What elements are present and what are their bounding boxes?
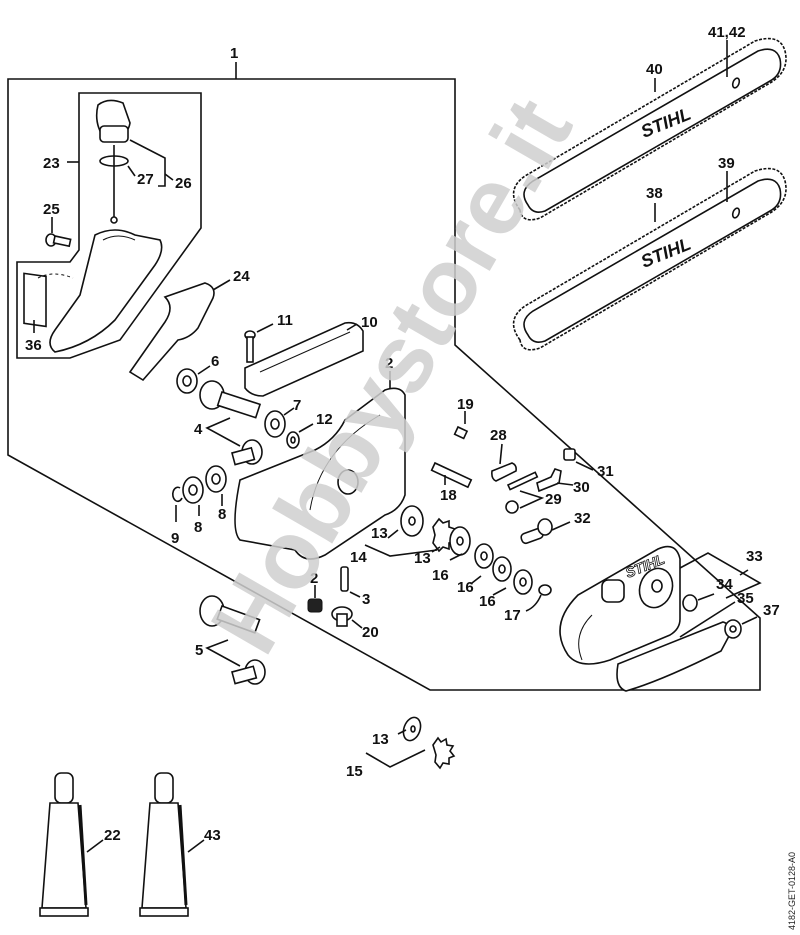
circlip-9 (172, 486, 183, 503)
label-10: 10 (361, 314, 378, 331)
gear-shaft-4a (199, 380, 262, 419)
grease-tube-43 (139, 772, 189, 917)
worm-21 (307, 598, 323, 613)
label-36: 36 (25, 337, 42, 354)
label-25: 25 (43, 201, 60, 218)
seal-12 (286, 431, 300, 449)
grease-tube-22 (39, 772, 89, 917)
label-16b: 16 (457, 579, 474, 596)
bearing-8a (182, 476, 204, 504)
screw-25 (45, 233, 72, 248)
label-38: 38 (646, 185, 663, 202)
document-code: 4182-GET-0128-A0 (787, 852, 797, 930)
label-29: 29 (545, 491, 562, 508)
washer-34 (682, 594, 698, 612)
label-26: 26 (175, 175, 192, 192)
tensioner-32 (520, 518, 553, 545)
label-16a: 16 (432, 567, 449, 584)
label-1: 1 (230, 45, 238, 62)
screw-17 (538, 584, 552, 596)
label-8a: 8 (194, 519, 202, 536)
label-11: 11 (277, 312, 293, 329)
label-37: 37 (763, 602, 780, 619)
assembly-outline (7, 78, 761, 691)
label-24: 24 (233, 268, 250, 285)
label-13a: 13 (371, 525, 388, 542)
gear-shaft-4b (231, 439, 263, 466)
label-39: 39 (718, 155, 735, 172)
gear-shaft-5a (199, 595, 261, 634)
bearing-7 (264, 410, 286, 438)
label-18: 18 (440, 487, 457, 504)
label-2: 2 (385, 355, 393, 372)
sprocket-15 (432, 736, 456, 770)
label-16c: 16 (479, 593, 496, 610)
bearing-6 (176, 368, 198, 394)
label-19: 19 (457, 396, 474, 413)
label-13b: 13 (414, 550, 431, 567)
label-3: 3 (362, 591, 370, 608)
label-33: 33 (746, 548, 763, 565)
label-40: 40 (646, 61, 663, 78)
leader-26 (129, 139, 166, 187)
label-15: 15 (346, 763, 363, 780)
gasket-24 (128, 282, 215, 382)
label-13c: 13 (372, 731, 389, 748)
slide-28 (491, 462, 517, 482)
gear-shaft-5b (231, 659, 266, 685)
stud-18 (430, 461, 473, 489)
bearing-cover-10 (244, 321, 364, 397)
label-6: 6 (211, 353, 219, 370)
label-32: 32 (574, 510, 591, 527)
label-20: 20 (362, 624, 379, 641)
label-28: 28 (490, 427, 507, 444)
decal-36 (23, 272, 47, 328)
label-41-42: 41,42 (708, 24, 746, 41)
label-43: 43 (204, 827, 221, 844)
bearing-8b (205, 465, 227, 493)
label-22: 22 (104, 827, 121, 844)
guide-bar-40-with-chain: STIHL (512, 37, 787, 221)
oil-cap (95, 99, 131, 224)
label-12: 12 (316, 411, 333, 428)
label-35: 35 (737, 590, 754, 607)
screw-11 (244, 330, 256, 363)
pin-3 (340, 566, 349, 592)
label-17: 17 (504, 607, 521, 624)
label-31: 31 (597, 463, 614, 480)
label-5: 5 (195, 642, 203, 659)
label-30: 30 (573, 479, 590, 496)
label-7: 7 (293, 397, 301, 414)
label-23: 23 (43, 155, 60, 172)
nut-19 (453, 425, 469, 440)
gear-housing-2 (234, 387, 406, 560)
label-34: 34 (716, 576, 733, 593)
label-14: 14 (350, 549, 367, 566)
guide-bar-38-with-chain: STIHL (512, 167, 787, 351)
bracket-30 (536, 468, 562, 493)
nut-31 (563, 448, 576, 461)
label-27: 27 (137, 171, 154, 188)
oil-tank (49, 229, 163, 353)
nut-20 (331, 606, 353, 627)
tank-subgroup-outline (16, 92, 202, 359)
label-9: 9 (171, 530, 179, 547)
label-8b: 8 (218, 506, 226, 523)
tensioner-screw-29 (506, 471, 539, 491)
label-4: 4 (194, 421, 203, 438)
label-21: 2 (310, 570, 318, 587)
